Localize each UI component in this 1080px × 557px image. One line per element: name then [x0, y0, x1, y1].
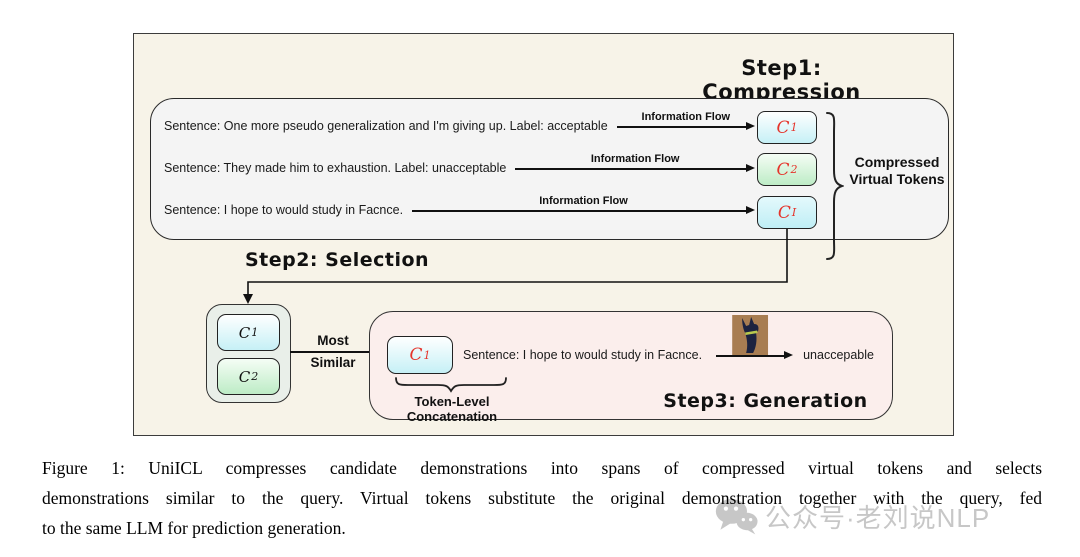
arrow-shaft: [716, 355, 785, 357]
step2-title: Step2: Selection: [244, 249, 430, 271]
information-flow-arrow: Information Flow: [616, 111, 755, 136]
token-superscript: 1: [251, 326, 259, 339]
demonstration-row: Sentence: I hope to would study in Facnc…: [164, 195, 755, 220]
demonstration-text: Sentence: One more pseudo generalization…: [164, 119, 608, 133]
information-flow-arrow: Information Flow: [412, 195, 755, 220]
prediction-text: unaccepable: [803, 348, 874, 362]
information-flow-label: Information Flow: [590, 152, 680, 165]
arrow-head-icon: [746, 121, 755, 130]
arrow-shaft: [515, 168, 748, 170]
label-line: Virtual Tokens: [849, 171, 945, 187]
caption-line: to the same LLM for prediction generatio…: [42, 518, 346, 538]
wechat-icon: [715, 499, 758, 535]
information-flow-arrow: Information Flow: [515, 153, 755, 178]
token-symbol: C: [238, 367, 251, 386]
token-superscript: 2: [251, 370, 259, 383]
label-line: Concatenation: [406, 409, 498, 424]
label-line: Token-Level: [414, 394, 490, 409]
step1-title: Step1: Compression: [702, 56, 861, 104]
token-symbol: C: [238, 323, 251, 342]
query-text: Sentence: I hope to would study in Facnc…: [463, 348, 703, 362]
arrow-head-icon: [784, 350, 794, 359]
token-superscript: 2: [790, 163, 798, 176]
information-flow-label: Information Flow: [641, 110, 731, 123]
token-superscript: 1: [790, 121, 798, 134]
token-symbol: C: [777, 202, 791, 223]
token-symbol: C: [776, 159, 790, 180]
arrow-shaft: [412, 210, 748, 212]
watermark-text: 公众号·老刘说NLP: [765, 502, 991, 533]
information-flow-label: Information Flow: [539, 194, 628, 207]
figure-caption: Figure 1: UniICL compresses candidate de…: [42, 453, 1042, 543]
demonstration-text: Sentence: They made him to exhaustion. L…: [164, 161, 507, 175]
step3-title: Step3: Generation: [663, 390, 868, 412]
llm-generation-arrow: [712, 315, 794, 378]
caption-line: demonstrations similar to the query. Vir…: [42, 488, 1042, 508]
curly-brace-icon: [826, 112, 844, 260]
caption-line: Figure 1: UniICL compresses candidate de…: [42, 458, 1042, 478]
uniicl-diagram: Step1: Compression Step2: Selection Sent…: [133, 33, 954, 436]
llama-icon: [731, 315, 768, 355]
token-level-concatenation-label: Token-Level Concatenation: [382, 394, 522, 424]
token-symbol: C: [776, 117, 790, 138]
demonstration-row: Sentence: One more pseudo generalization…: [164, 111, 755, 136]
most-similar-arrow: [290, 351, 376, 353]
token-superscript: 1: [423, 348, 431, 362]
most-similar-label-bottom: Similar: [310, 355, 356, 370]
arrow-shaft: [616, 126, 748, 128]
arrow-head-icon: [746, 205, 755, 214]
arrow-head-icon: [746, 163, 755, 172]
compressed-virtual-tokens-label: Compressed Virtual Tokens: [839, 154, 955, 188]
demonstration-row: Sentence: They made him to exhaustion. L…: [164, 153, 755, 178]
watermark: 公众号·老刘说NLP: [714, 497, 990, 535]
query-text: Sentence: I hope to would study in Facnc…: [164, 203, 404, 217]
underbrace-icon: [395, 377, 507, 393]
most-similar-label-top: Most: [317, 333, 349, 348]
token-symbol: C: [409, 345, 423, 365]
label-line: Compressed: [854, 154, 940, 170]
token-superscript: I: [791, 206, 797, 219]
